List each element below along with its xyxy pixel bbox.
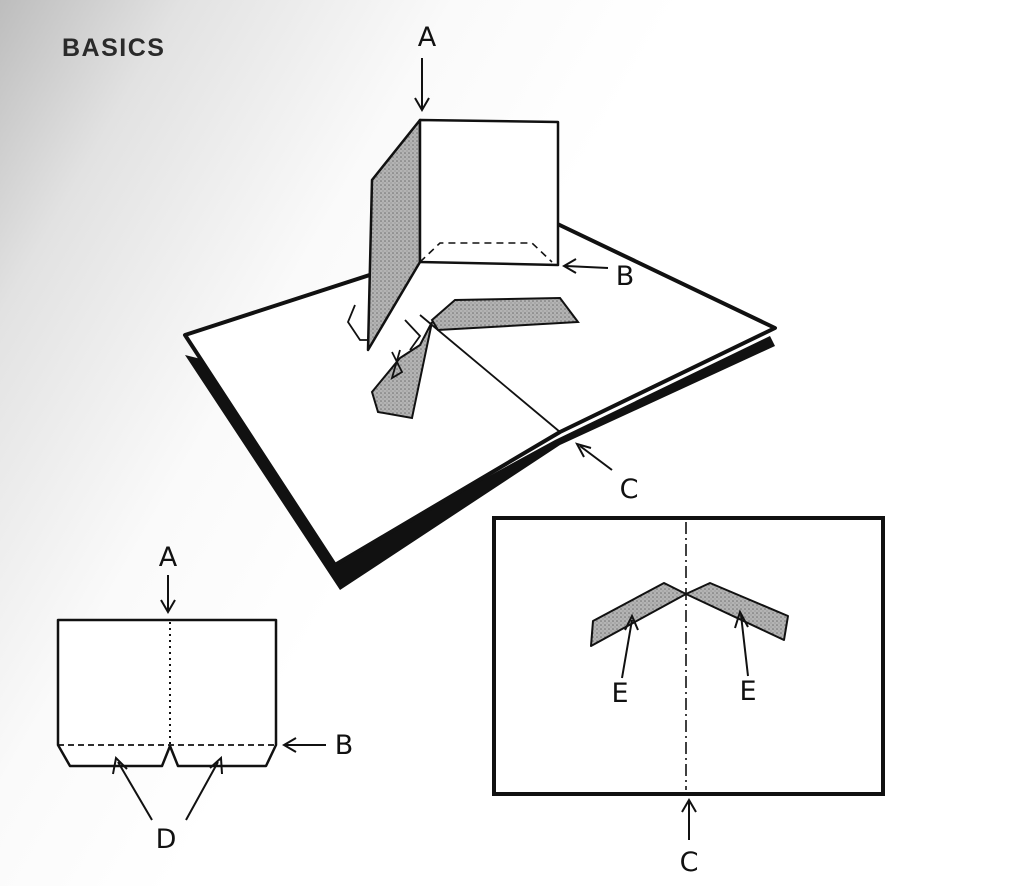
label-d-piece: D bbox=[156, 824, 177, 855]
glue-tab-right bbox=[430, 296, 580, 332]
label-e-left: E bbox=[611, 678, 628, 709]
label-b-top: B bbox=[616, 261, 635, 292]
label-a-top: A bbox=[418, 22, 437, 53]
arrow-a-top bbox=[414, 58, 430, 112]
pop-up-piece-flat: A B D bbox=[56, 542, 354, 855]
arrow-e-left bbox=[621, 613, 639, 679]
arrow-a-piece bbox=[160, 575, 176, 614]
arrow-b-piece bbox=[282, 737, 326, 753]
glue-tab-e-left bbox=[590, 582, 687, 647]
base-card bbox=[183, 216, 777, 567]
arrow-c-top bbox=[574, 442, 613, 471]
fold-line-b bbox=[419, 242, 553, 263]
label-c-top: C bbox=[620, 474, 639, 505]
base-card-flat: E E C bbox=[492, 516, 885, 878]
glue-tab-e-right bbox=[685, 582, 789, 641]
label-e-right: E bbox=[739, 676, 756, 707]
tab-twist bbox=[346, 304, 422, 380]
label-c-base: C bbox=[680, 847, 699, 878]
arrow-e-right bbox=[734, 609, 749, 677]
label-b-piece: B bbox=[335, 730, 354, 761]
arrow-c-base bbox=[681, 798, 697, 840]
label-a-piece: A bbox=[159, 542, 178, 573]
base-card-outline bbox=[492, 516, 885, 796]
pop-up-right-panel bbox=[418, 118, 560, 267]
page-title: BASICS bbox=[62, 34, 166, 62]
center-fold-line bbox=[419, 314, 561, 433]
arrows-d-piece bbox=[112, 755, 223, 821]
arrow-b-top bbox=[562, 258, 609, 274]
piece-outline bbox=[56, 618, 278, 768]
pop-up-perspective-view: A B C bbox=[183, 22, 777, 590]
